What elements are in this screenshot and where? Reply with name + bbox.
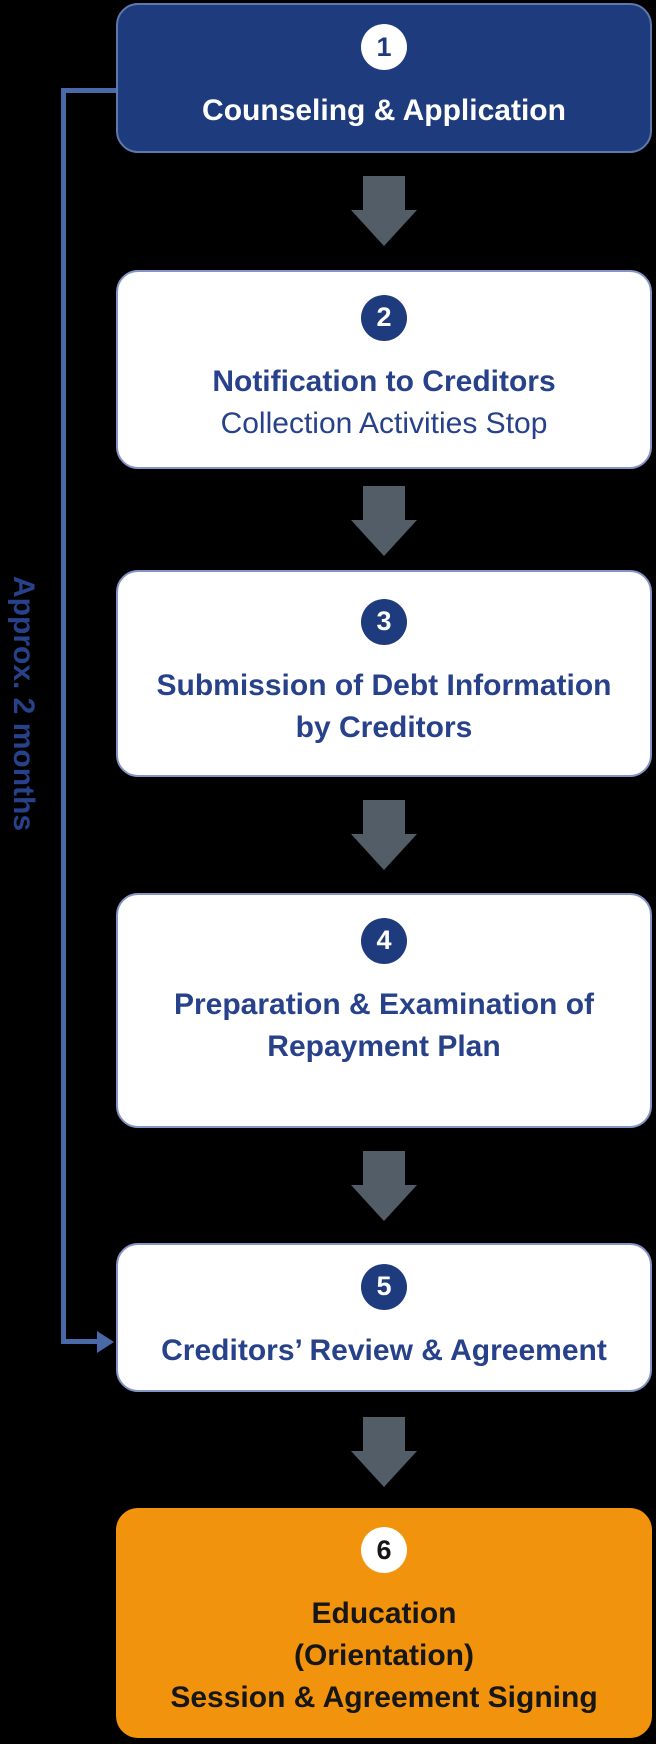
down-arrow-icon-4: [351, 1151, 417, 1221]
step-5-box: 5 Creditors’ Review & Agreement: [116, 1243, 652, 1392]
step-3-text: Submission of Debt Information by Credit…: [157, 665, 612, 749]
step-2-title: Notification to Creditors: [212, 364, 556, 398]
step-6-text: Education (Orientation) Session & Agreem…: [170, 1593, 597, 1719]
timeline-bracket-vertical-segment: [61, 88, 66, 1344]
step-2-number-badge: 2: [361, 294, 407, 341]
down-arrow-icon-2: [351, 486, 417, 556]
step-2-subtitle: Collection Activities Stop: [220, 406, 548, 440]
step-3-number-badge: 3: [361, 598, 407, 645]
down-arrow-icon-1: [351, 176, 417, 246]
step-1-title: Counseling & Application: [202, 94, 566, 127]
timeline-duration-label: Approx. 2 months: [7, 576, 40, 832]
step-4-box: 4 Preparation & Examination of Repayment…: [116, 893, 652, 1128]
step-6-box: 6 Education (Orientation) Session & Agre…: [116, 1508, 652, 1738]
bracket-arrowhead-icon: [97, 1331, 114, 1353]
step-5-text: Creditors’ Review & Agreement: [161, 1330, 607, 1372]
step-1-number-badge: 1: [361, 24, 407, 70]
down-arrow-icon-3: [351, 800, 417, 870]
step-3-box: 3 Submission of Debt Information by Cred…: [116, 570, 652, 777]
step-6-number-badge: 6: [361, 1527, 407, 1573]
step-5-title: Creditors’ Review & Agreement: [161, 1333, 607, 1367]
step-3-title-line1: Submission of Debt Information: [156, 668, 612, 702]
step-4-number-badge: 4: [361, 917, 407, 964]
step-4-title-line2: Repayment Plan: [267, 1029, 501, 1063]
step-6-title-line3: Session & Agreement Signing: [170, 1681, 598, 1714]
step-4-title-line1: Preparation & Examination of: [173, 987, 595, 1021]
step-2-box: 2 Notification to Creditors Collection A…: [116, 270, 652, 469]
down-arrow-icon-5: [351, 1417, 417, 1487]
step-1-text: Counseling & Application: [202, 90, 566, 132]
step-2-text: Notification to Creditors Collection Act…: [212, 361, 555, 445]
step-6-title-line1: Education: [311, 1597, 457, 1630]
step-3-title-line2: by Creditors: [295, 710, 473, 744]
timeline-bracket-top-segment: [61, 88, 116, 93]
step-1-box: 1 Counseling & Application: [116, 3, 652, 153]
step-5-number-badge: 5: [361, 1263, 407, 1310]
step-6-title-line2: (Orientation): [293, 1639, 474, 1672]
timeline-bracket-bottom-segment: [61, 1339, 97, 1344]
step-4-text: Preparation & Examination of Repayment P…: [174, 984, 594, 1068]
